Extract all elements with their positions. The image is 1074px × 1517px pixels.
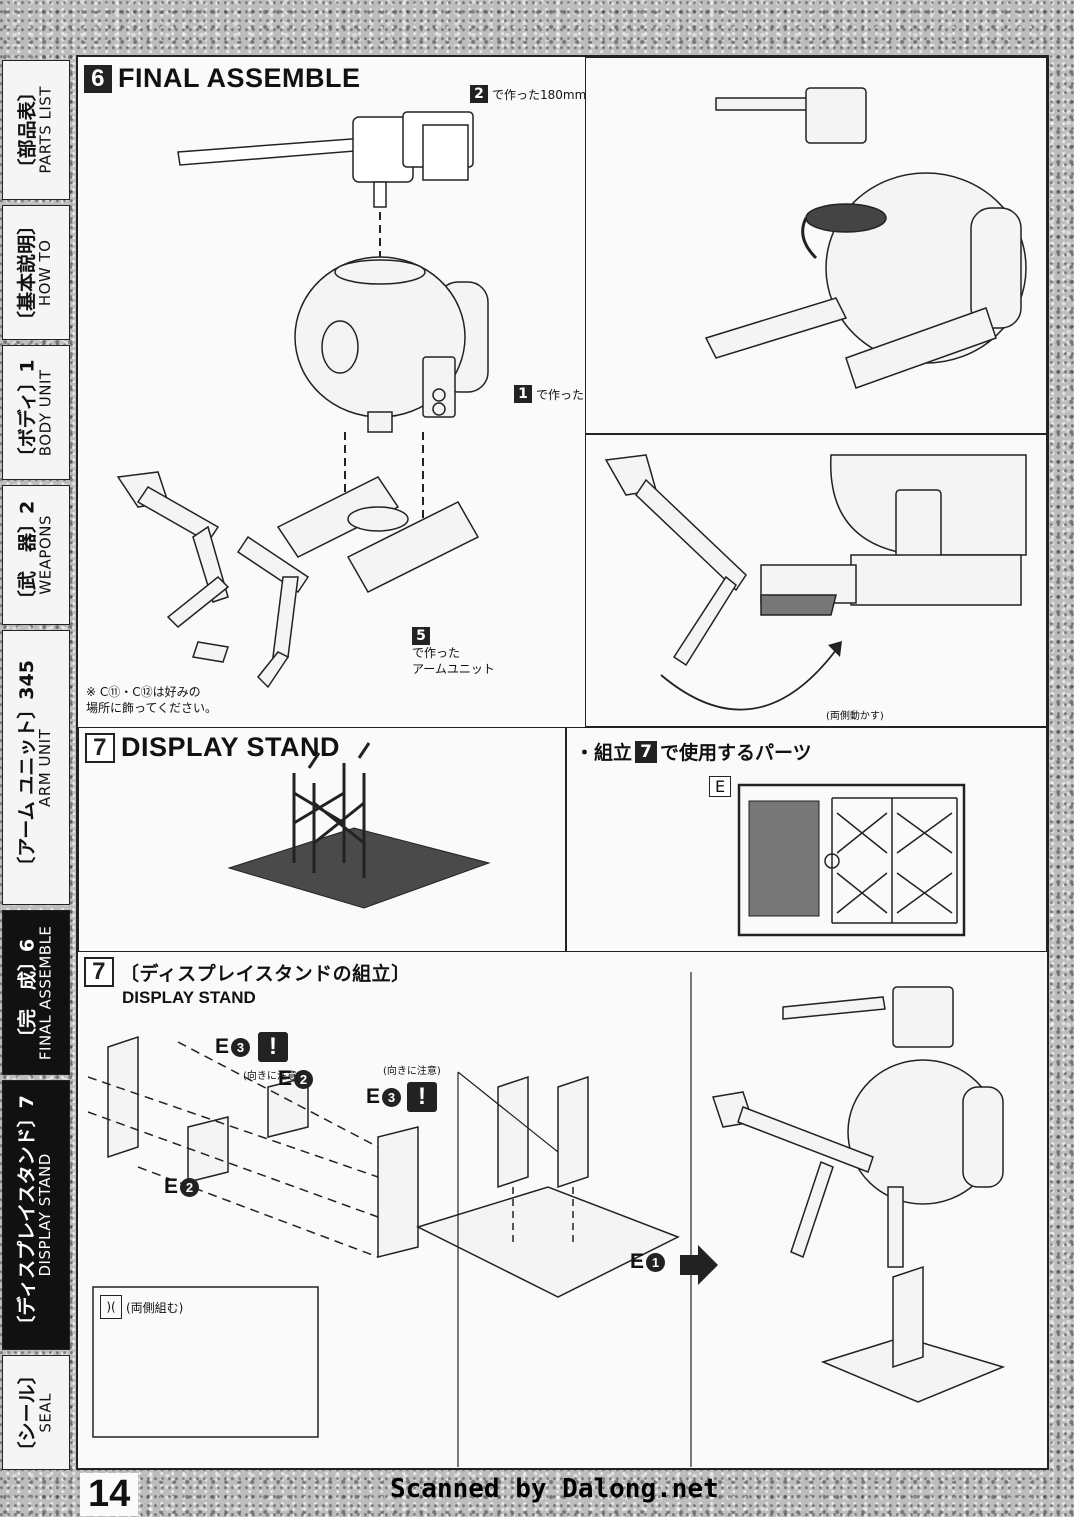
both-join-label: (両側組む) <box>126 1300 184 1315</box>
arm-detail-panel: (両側動かす) <box>585 434 1047 727</box>
part-e2-letter: E <box>164 1175 179 1198</box>
part-e2-label-b: E 2 <box>164 1175 200 1199</box>
step7-assembly-title-jp: 〔ディスプレイスタンドの組立〕 <box>120 963 411 985</box>
part-e3-number: 3 <box>231 1037 251 1057</box>
both-join-icon: )( <box>100 1295 122 1319</box>
tab-label-en: PARTS LIST <box>36 86 55 174</box>
step7-assembly-heading: 7 〔ディスプレイスタンドの組立〕 <box>84 957 411 987</box>
step6-number: 6 <box>84 64 112 93</box>
arm-callout: 5 で作った アームユニット <box>412 627 495 677</box>
tab-label-en: ARM UNIT <box>36 728 55 807</box>
arm-label-line1: で作った <box>412 646 461 660</box>
step7-number: 7 <box>85 732 115 763</box>
part-e3-label-a: E 3 ! <box>215 1032 289 1062</box>
part-e1-number: 1 <box>646 1252 666 1272</box>
part-e3-number: 3 <box>382 1087 402 1107</box>
runner-label: E <box>709 776 732 797</box>
page-number: 14 <box>80 1473 139 1516</box>
parts-used-step-num: 7 <box>635 740 658 763</box>
part-e1-letter: E <box>630 1250 645 1273</box>
scan-credit: Scanned by Dalong.net <box>390 1474 719 1504</box>
part-e2-number: 2 <box>294 1069 314 1089</box>
part-e3-letter: E <box>366 1085 381 1108</box>
tab-parts-list[interactable]: 〔部品表〕PARTS LIST <box>2 60 70 200</box>
tab-seal[interactable]: 〔シール〕SEAL <box>2 1355 70 1470</box>
tab-label-jp: 〔部品表〕 <box>16 82 39 178</box>
parts-used-heading: ・組立 7 で使用するパーツ <box>575 738 812 765</box>
tab-label-en: HOW TO <box>36 239 55 306</box>
runner-e-diagram <box>737 783 966 937</box>
lid-detail-illustration <box>704 87 1027 389</box>
caution-note-a: (向きに注意) <box>243 1071 301 1082</box>
next-arrow-icon <box>680 1245 718 1285</box>
completed-model <box>712 986 1006 1403</box>
placement-note-line2: 場所に飾ってください。 <box>86 701 218 716</box>
part-e1-label: E 1 <box>630 1250 666 1274</box>
instruction-page: 6 FINAL ASSEMBLE <box>76 55 1049 1470</box>
step7-dividers <box>457 972 692 1467</box>
tab-label-en: FINAL ASSEMBLE <box>36 925 55 1060</box>
tab-how-to[interactable]: 〔基本説明〕HOW TO <box>2 205 70 340</box>
step7-heading: 7 DISPLAY STAND <box>85 732 340 763</box>
tab-label-jp: 〔ボディ〕1 <box>16 359 39 466</box>
cannon-step-ref: 2 <box>470 85 488 103</box>
lid-detail-panel <box>585 57 1047 434</box>
parts-used-prefix: ・組立 <box>575 742 633 764</box>
display-stand-panel: 7 DISPLAY STAND <box>78 727 566 952</box>
arm-label-line2: アームユニット <box>412 662 495 677</box>
step6-title: FINAL ASSEMBLE <box>118 63 361 93</box>
tab-label-en: DISPLAY STAND <box>36 1153 55 1277</box>
placement-note: ※ C⑪・C⑫は好みの 場所に飾ってください。 <box>86 684 217 716</box>
final-assemble-illustration <box>116 111 489 689</box>
arm-step-ref: 5 <box>412 627 430 645</box>
step7-title: DISPLAY STAND <box>121 732 341 762</box>
part-e2-label-a: E 2 <box>278 1067 314 1091</box>
caution-icon: ! <box>258 1032 289 1062</box>
display-stand-preview <box>227 742 491 909</box>
part-e3-letter: E <box>215 1035 230 1058</box>
body-step-ref: 1 <box>514 385 532 403</box>
placement-note-line1: ※ C⑪・C⑫は好みの <box>86 685 201 699</box>
tab-label-en: WEAPONS <box>36 515 55 595</box>
part-e2-number: 2 <box>180 1177 200 1197</box>
caution-note-b: (向きに注意) <box>383 1066 441 1077</box>
parts-used-panel: ・組立 7 で使用するパーツ E <box>566 727 1047 952</box>
tab-label-jp: 〔基本説明〕 <box>16 215 39 330</box>
tab-label-en: BODY UNIT <box>36 369 55 456</box>
move-note: (両側動かす) <box>826 711 884 722</box>
stand-parts-exploded <box>87 1035 419 1438</box>
part-e3-label-b: E 3 ! <box>366 1082 438 1112</box>
caution-icon: ! <box>407 1082 438 1112</box>
tab-label-jp: 〔シール〕 <box>16 1364 39 1461</box>
part-e2-letter: E <box>278 1067 293 1090</box>
step7-assembly-title-en: DISPLAY STAND <box>122 988 256 1007</box>
parts-used-suffix: で使用するパーツ <box>660 742 812 764</box>
both-join-note: )( (両側組む) <box>100 1295 183 1319</box>
arm-detail-illustration <box>604 454 1027 711</box>
step6-heading: 6 FINAL ASSEMBLE <box>84 63 361 94</box>
step7-assembly-number: 7 <box>84 957 114 987</box>
stand-on-base <box>415 1075 680 1298</box>
tab-label-jp: 〔完 成〕6 <box>16 938 39 1047</box>
tab-label-jp: 〔武 器〕2 <box>16 500 39 610</box>
tab-label-en: SEAL <box>36 1392 55 1433</box>
